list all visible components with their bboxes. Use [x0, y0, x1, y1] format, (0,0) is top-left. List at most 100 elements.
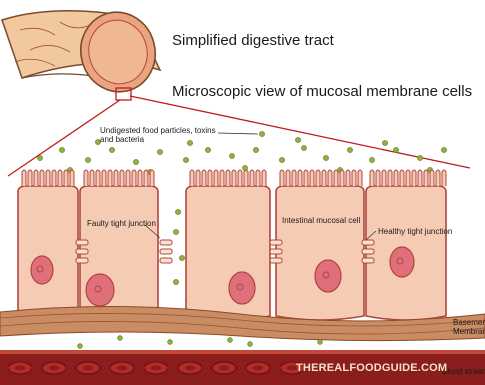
particles-label-line1: Undigested food particles, toxins [100, 126, 216, 135]
particle-dot [441, 147, 446, 152]
microvillus [232, 170, 236, 186]
junction-strand [362, 240, 374, 245]
particle-dot [259, 131, 264, 136]
microvillus [244, 170, 248, 186]
microvillus [340, 170, 344, 186]
microvillus [442, 170, 446, 186]
microvillus [70, 170, 74, 186]
particle-dot [118, 336, 123, 341]
mucosal-cell [18, 170, 78, 320]
microvillus [322, 170, 326, 186]
mucosal-cell [366, 170, 446, 320]
microvillus [334, 170, 338, 186]
particles-label: Undigested food particles, toxins and ba… [100, 126, 220, 144]
microvillus [376, 170, 380, 186]
microvillus [150, 170, 154, 186]
particle-dot [179, 255, 184, 260]
particles-label-line2: and bacteria [100, 135, 144, 144]
microvillus [196, 170, 200, 186]
microvillus [358, 170, 362, 186]
microvillus [280, 170, 284, 186]
microvillus [256, 170, 260, 186]
red-blood-cells [8, 362, 304, 374]
microvillus [144, 170, 148, 186]
microvillus [424, 170, 428, 186]
particle-dot [168, 340, 173, 345]
microvillus [22, 170, 26, 186]
microvillus [190, 170, 194, 186]
particle-dot [347, 147, 352, 152]
mucosal-cell [186, 170, 270, 320]
tight-junction [76, 240, 88, 263]
cell-body [18, 186, 78, 320]
tight-junction [160, 240, 172, 263]
particle-dot [85, 157, 90, 162]
particle-dot [323, 155, 328, 160]
cell-body [186, 186, 270, 320]
particle-dot [173, 229, 178, 234]
microvillus [114, 170, 118, 186]
particle-dot [59, 147, 64, 152]
junction-strand [160, 258, 172, 263]
tight-junction [362, 240, 374, 263]
particle-dot [301, 145, 306, 150]
microvillus [90, 170, 94, 186]
junction-strand [362, 258, 374, 263]
basement-membrane-label: Basement Membrane [453, 318, 485, 336]
particle-dot [318, 340, 323, 345]
junction-strand [362, 249, 374, 254]
mucosal-cell [276, 170, 364, 320]
junction-strand [76, 240, 88, 245]
particle-dot [393, 147, 398, 152]
junction-strand [76, 249, 88, 254]
junction-strand [76, 258, 88, 263]
microvillus [328, 170, 332, 186]
particle-dot [175, 209, 180, 214]
microvillus [292, 170, 296, 186]
microvillus [352, 170, 356, 186]
particle-dot [295, 137, 300, 142]
microvillus [84, 170, 88, 186]
microvillus [28, 170, 32, 186]
microvillus [400, 170, 404, 186]
microvillus [430, 170, 434, 186]
microvillus [382, 170, 386, 186]
red-blood-cell-center [83, 366, 93, 371]
microvillus [138, 170, 142, 186]
microvillus [370, 170, 374, 186]
healthy-junction-label: Healthy tight junction [378, 227, 452, 236]
red-blood-cell-center [219, 366, 229, 371]
particle-dot [253, 147, 258, 152]
microvillus [436, 170, 440, 186]
microvillus [208, 170, 212, 186]
junction-strand [270, 240, 282, 245]
particle-dot [78, 344, 83, 349]
mucosal-cell-label: Intestinal mucosal cell [282, 216, 360, 225]
microvillus [58, 170, 62, 186]
microvillus [226, 170, 230, 186]
particle-dot [248, 342, 253, 347]
junction-strand [270, 258, 282, 263]
red-blood-cell-center [151, 366, 161, 371]
microvillus [304, 170, 308, 186]
microvillus [418, 170, 422, 186]
microvillus [262, 170, 266, 186]
microvillus [120, 170, 124, 186]
blood-stream-label: Blood stream [442, 367, 485, 376]
digestive-tract-tube [2, 4, 164, 100]
red-blood-cell-center [185, 366, 195, 371]
microvillus [238, 170, 242, 186]
cell-nucleus [229, 272, 255, 304]
basement-label-line2: Membrane [453, 327, 485, 336]
cell-nucleus [315, 260, 341, 292]
particles-pointer [218, 133, 258, 134]
junction-strand [270, 249, 282, 254]
microvillus [34, 170, 38, 186]
microvillus [346, 170, 350, 186]
microvillus [126, 170, 130, 186]
particle-dot [229, 153, 234, 158]
microvillus [220, 170, 224, 186]
junction-strand [160, 240, 172, 245]
